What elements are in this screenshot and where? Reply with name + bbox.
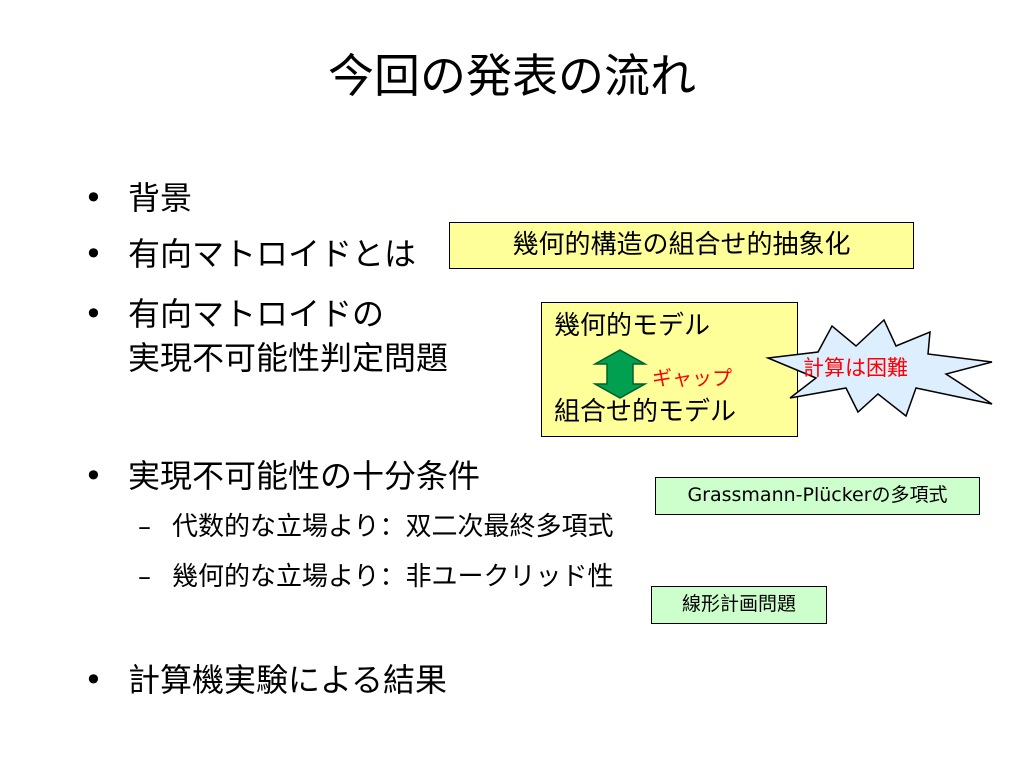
sub-marker: – — [138, 512, 151, 542]
callout-models: 幾何的モデル 組合せ的モデル — [541, 302, 798, 437]
sub-item-text: 幾何的な立場より：非ユークリッド性 — [172, 562, 614, 592]
bullet-marker: • — [84, 295, 103, 333]
bullet-text: 計算機実験による結果 — [128, 661, 448, 699]
callout-abstraction: 幾何的構造の組合せ的抽象化 — [449, 222, 914, 269]
sub-item-geometric: –幾何的な立場より：非ユークリッド性 — [138, 560, 613, 594]
bullet-text-line2: 実現不可能性判定問題 — [128, 339, 449, 377]
bullet-marker: • — [84, 661, 103, 699]
gap-label: ギャップ — [652, 366, 732, 390]
callout-linear-programming: 線形計画問題 — [651, 586, 827, 624]
sub-marker: – — [138, 562, 151, 592]
bullet-text: 実現不可能性の十分条件 — [128, 457, 481, 495]
callout-polynomial: Grassmann-Plückerの多項式 — [655, 477, 980, 515]
bullet-text: 有向マトロイドとは — [128, 235, 417, 273]
explosion-burst-icon — [765, 318, 993, 418]
difficult-label: 計算は困難 — [803, 356, 908, 380]
sub-item-text: 代数的な立場より：双二次最終多項式 — [172, 512, 614, 542]
bullet-text-line1: 有向マトロイドの — [128, 295, 385, 333]
geometric-model-label: 幾何的モデル — [554, 311, 711, 341]
double-arrow-icon — [592, 349, 648, 399]
bullet-text: 背景 — [128, 179, 193, 217]
slide-title: 今回の発表の流れ — [328, 49, 696, 103]
bullet-marker: • — [84, 235, 103, 273]
bullet-marker: • — [84, 457, 103, 495]
combinatorial-model-label: 組合せ的モデル — [554, 397, 737, 427]
sub-item-algebraic: –代数的な立場より：双二次最終多項式 — [138, 510, 613, 544]
bullet-marker: • — [84, 179, 103, 217]
